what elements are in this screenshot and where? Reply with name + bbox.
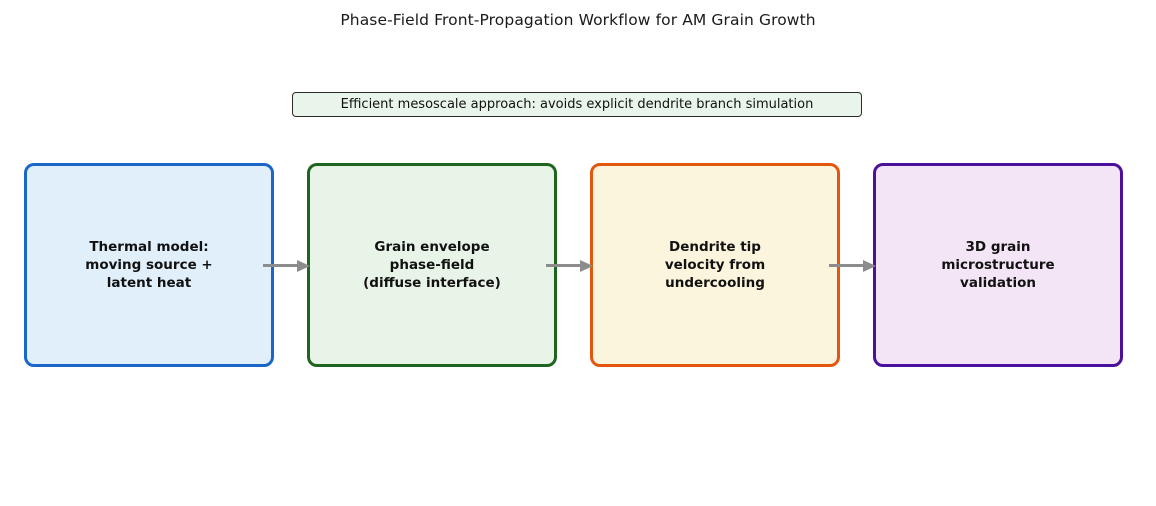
step-box-dendrite-tip: Dendrite tip velocity from undercooling	[590, 163, 840, 367]
arrow-connector-1	[263, 259, 310, 272]
step-box-3d-validation: 3D grain microstructure validation	[873, 163, 1123, 367]
arrow-connector-2	[546, 259, 593, 272]
arrow-line	[263, 263, 297, 268]
arrow-line	[546, 263, 580, 268]
arrow-connector-3	[829, 259, 876, 272]
step-label-3d-validation: 3D grain microstructure validation	[941, 239, 1055, 291]
step-label-dendrite-tip: Dendrite tip velocity from undercooling	[664, 239, 766, 291]
arrow-head-icon	[580, 259, 593, 272]
step-label-thermal-model: Thermal model: moving source + latent he…	[85, 239, 213, 291]
step-box-grain-envelope: Grain envelope phase-field (diffuse inte…	[307, 163, 557, 367]
note-box: Efficient mesoscale approach: avoids exp…	[292, 92, 862, 117]
arrow-head-icon	[863, 259, 876, 272]
note-text: Efficient mesoscale approach: avoids exp…	[340, 97, 814, 112]
step-box-thermal-model: Thermal model: moving source + latent he…	[24, 163, 274, 367]
step-label-grain-envelope: Grain envelope phase-field (diffuse inte…	[363, 239, 501, 291]
arrow-head-icon	[297, 259, 310, 272]
arrow-line	[829, 263, 863, 268]
diagram-title: Phase-Field Front-Propagation Workflow f…	[340, 11, 816, 29]
